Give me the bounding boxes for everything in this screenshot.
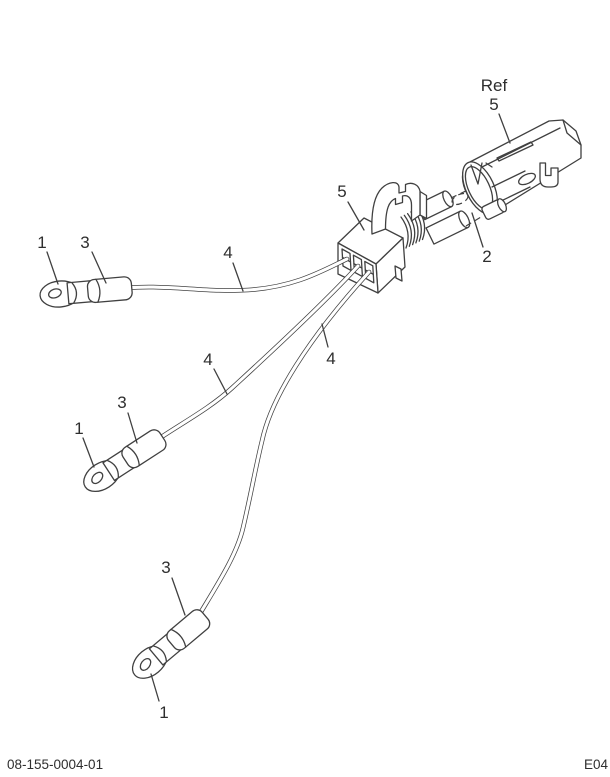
- ring-terminal-top: [38, 274, 134, 310]
- end-bevel: [562, 119, 582, 146]
- leader-terminal-top: [46, 251, 59, 285]
- callout-wire-middle: 4: [203, 350, 212, 369]
- secondary-lock-notch: [394, 265, 403, 282]
- wire-middle: [145, 263, 361, 449]
- hidden-mating-lines: [450, 188, 482, 227]
- inner-cavity-walls: [491, 170, 531, 203]
- latch-side-depth: [419, 190, 428, 220]
- callout-labels: 1 3 4 4 4 5 2 Ref 5 1 3 3 1: [37, 76, 507, 722]
- callout-seal: 2: [482, 247, 491, 266]
- top-slot: [496, 141, 534, 162]
- callout-leaders: [46, 113, 511, 702]
- leader-sleeve-middle: [127, 412, 138, 444]
- leader-ref-connector: [498, 113, 511, 144]
- male-connector: [461, 119, 582, 220]
- leader-terminal-bottom: [150, 673, 160, 702]
- callout-sleeve-middle: 3: [117, 393, 126, 412]
- callout-terminal-top: 1: [37, 233, 46, 252]
- leader-sleeve-top: [91, 251, 107, 284]
- footer-part-number: 08-155-0004-01: [7, 757, 103, 772]
- index-key: [470, 162, 483, 185]
- leader-terminal-middle: [82, 437, 95, 468]
- callout-wire-center: 4: [326, 349, 335, 368]
- cable-seal-lower: [425, 210, 471, 245]
- body-crease: [471, 127, 561, 173]
- leader-sleeve-bottom: [171, 577, 186, 616]
- lock-slot: [539, 162, 559, 188]
- footer-page-code: E04: [584, 757, 609, 772]
- leader-seal: [471, 212, 484, 248]
- callout-ref-connector: 5: [489, 95, 498, 114]
- callout-sleeve-bottom: 3: [161, 558, 170, 577]
- callout-wire-top: 4: [223, 243, 232, 262]
- callout-terminal-middle: 1: [74, 419, 83, 438]
- connector-latch: [371, 181, 428, 235]
- wire-top: [115, 256, 350, 293]
- wire-bottom: [189, 269, 372, 630]
- leader-wire-center: [321, 323, 329, 348]
- seated-seal: [481, 198, 508, 220]
- callout-housing: 5: [337, 182, 346, 201]
- callout-terminal-bottom: 1: [159, 703, 168, 722]
- inner-cavity-end: [518, 172, 536, 186]
- callout-ref-caption: Ref: [481, 76, 508, 95]
- leader-wire-middle: [213, 368, 228, 395]
- leader-housing: [347, 201, 365, 231]
- ring-terminal-bottom: [125, 605, 215, 686]
- key-notch: [485, 162, 493, 168]
- leader-wire-top: [232, 262, 244, 292]
- callout-sleeve-top: 3: [80, 233, 89, 252]
- latch-front: [371, 181, 421, 235]
